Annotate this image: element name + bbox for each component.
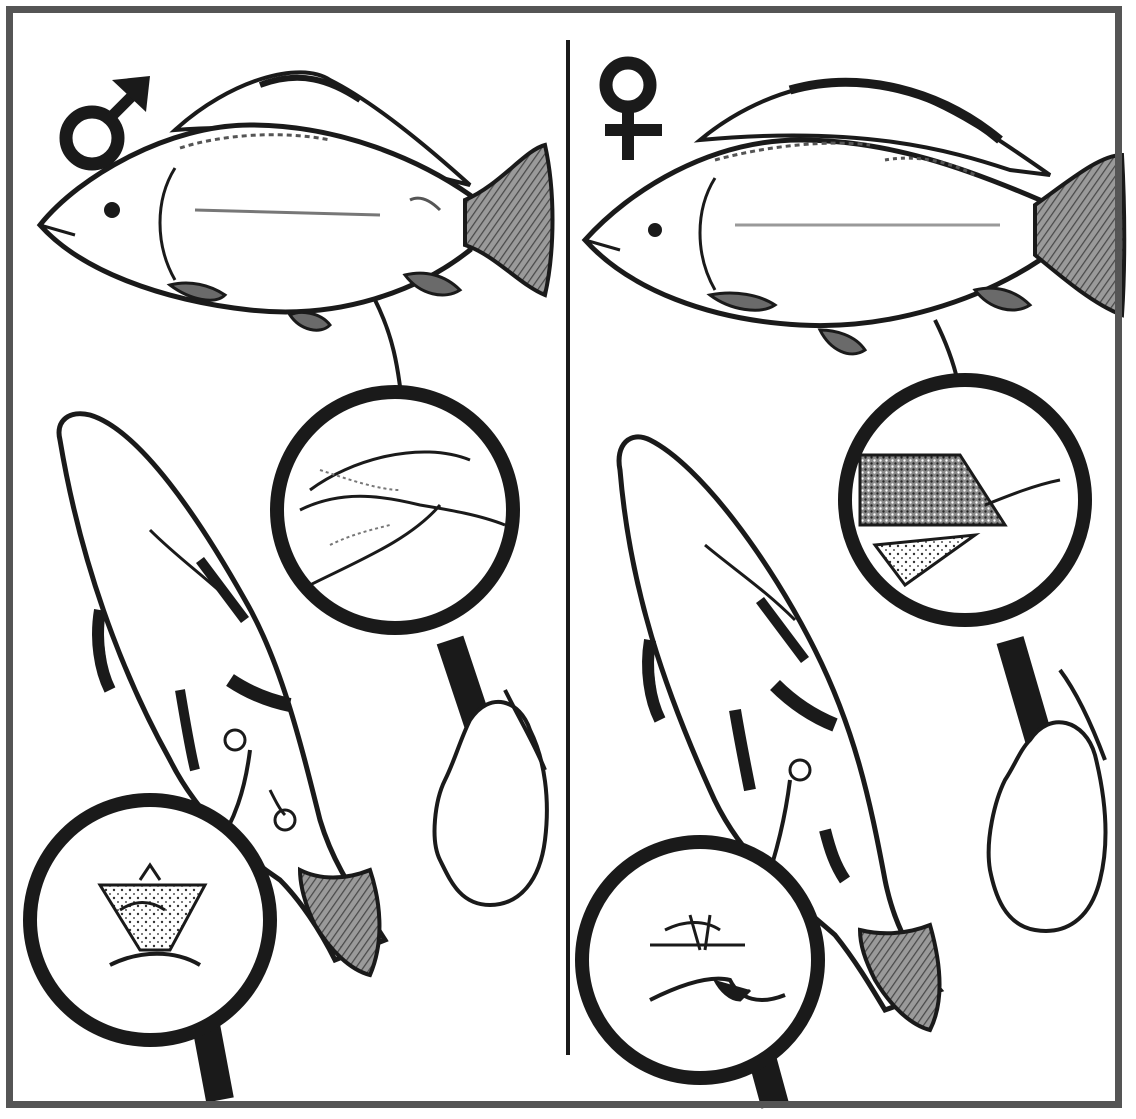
- male-hand-top: [435, 702, 547, 905]
- female-magnifier-top: [845, 380, 1085, 760]
- female-magnifier-bottom: [582, 842, 818, 1105]
- male-panel: [30, 72, 553, 1100]
- female-panel: [582, 63, 1124, 1105]
- female-symbol-icon: [605, 63, 662, 160]
- female-hand-top: [989, 722, 1106, 931]
- male-magnifier-bottom: [30, 800, 270, 1100]
- male-magnifier-top: [277, 392, 513, 760]
- female-fish-side-view: [585, 82, 1124, 354]
